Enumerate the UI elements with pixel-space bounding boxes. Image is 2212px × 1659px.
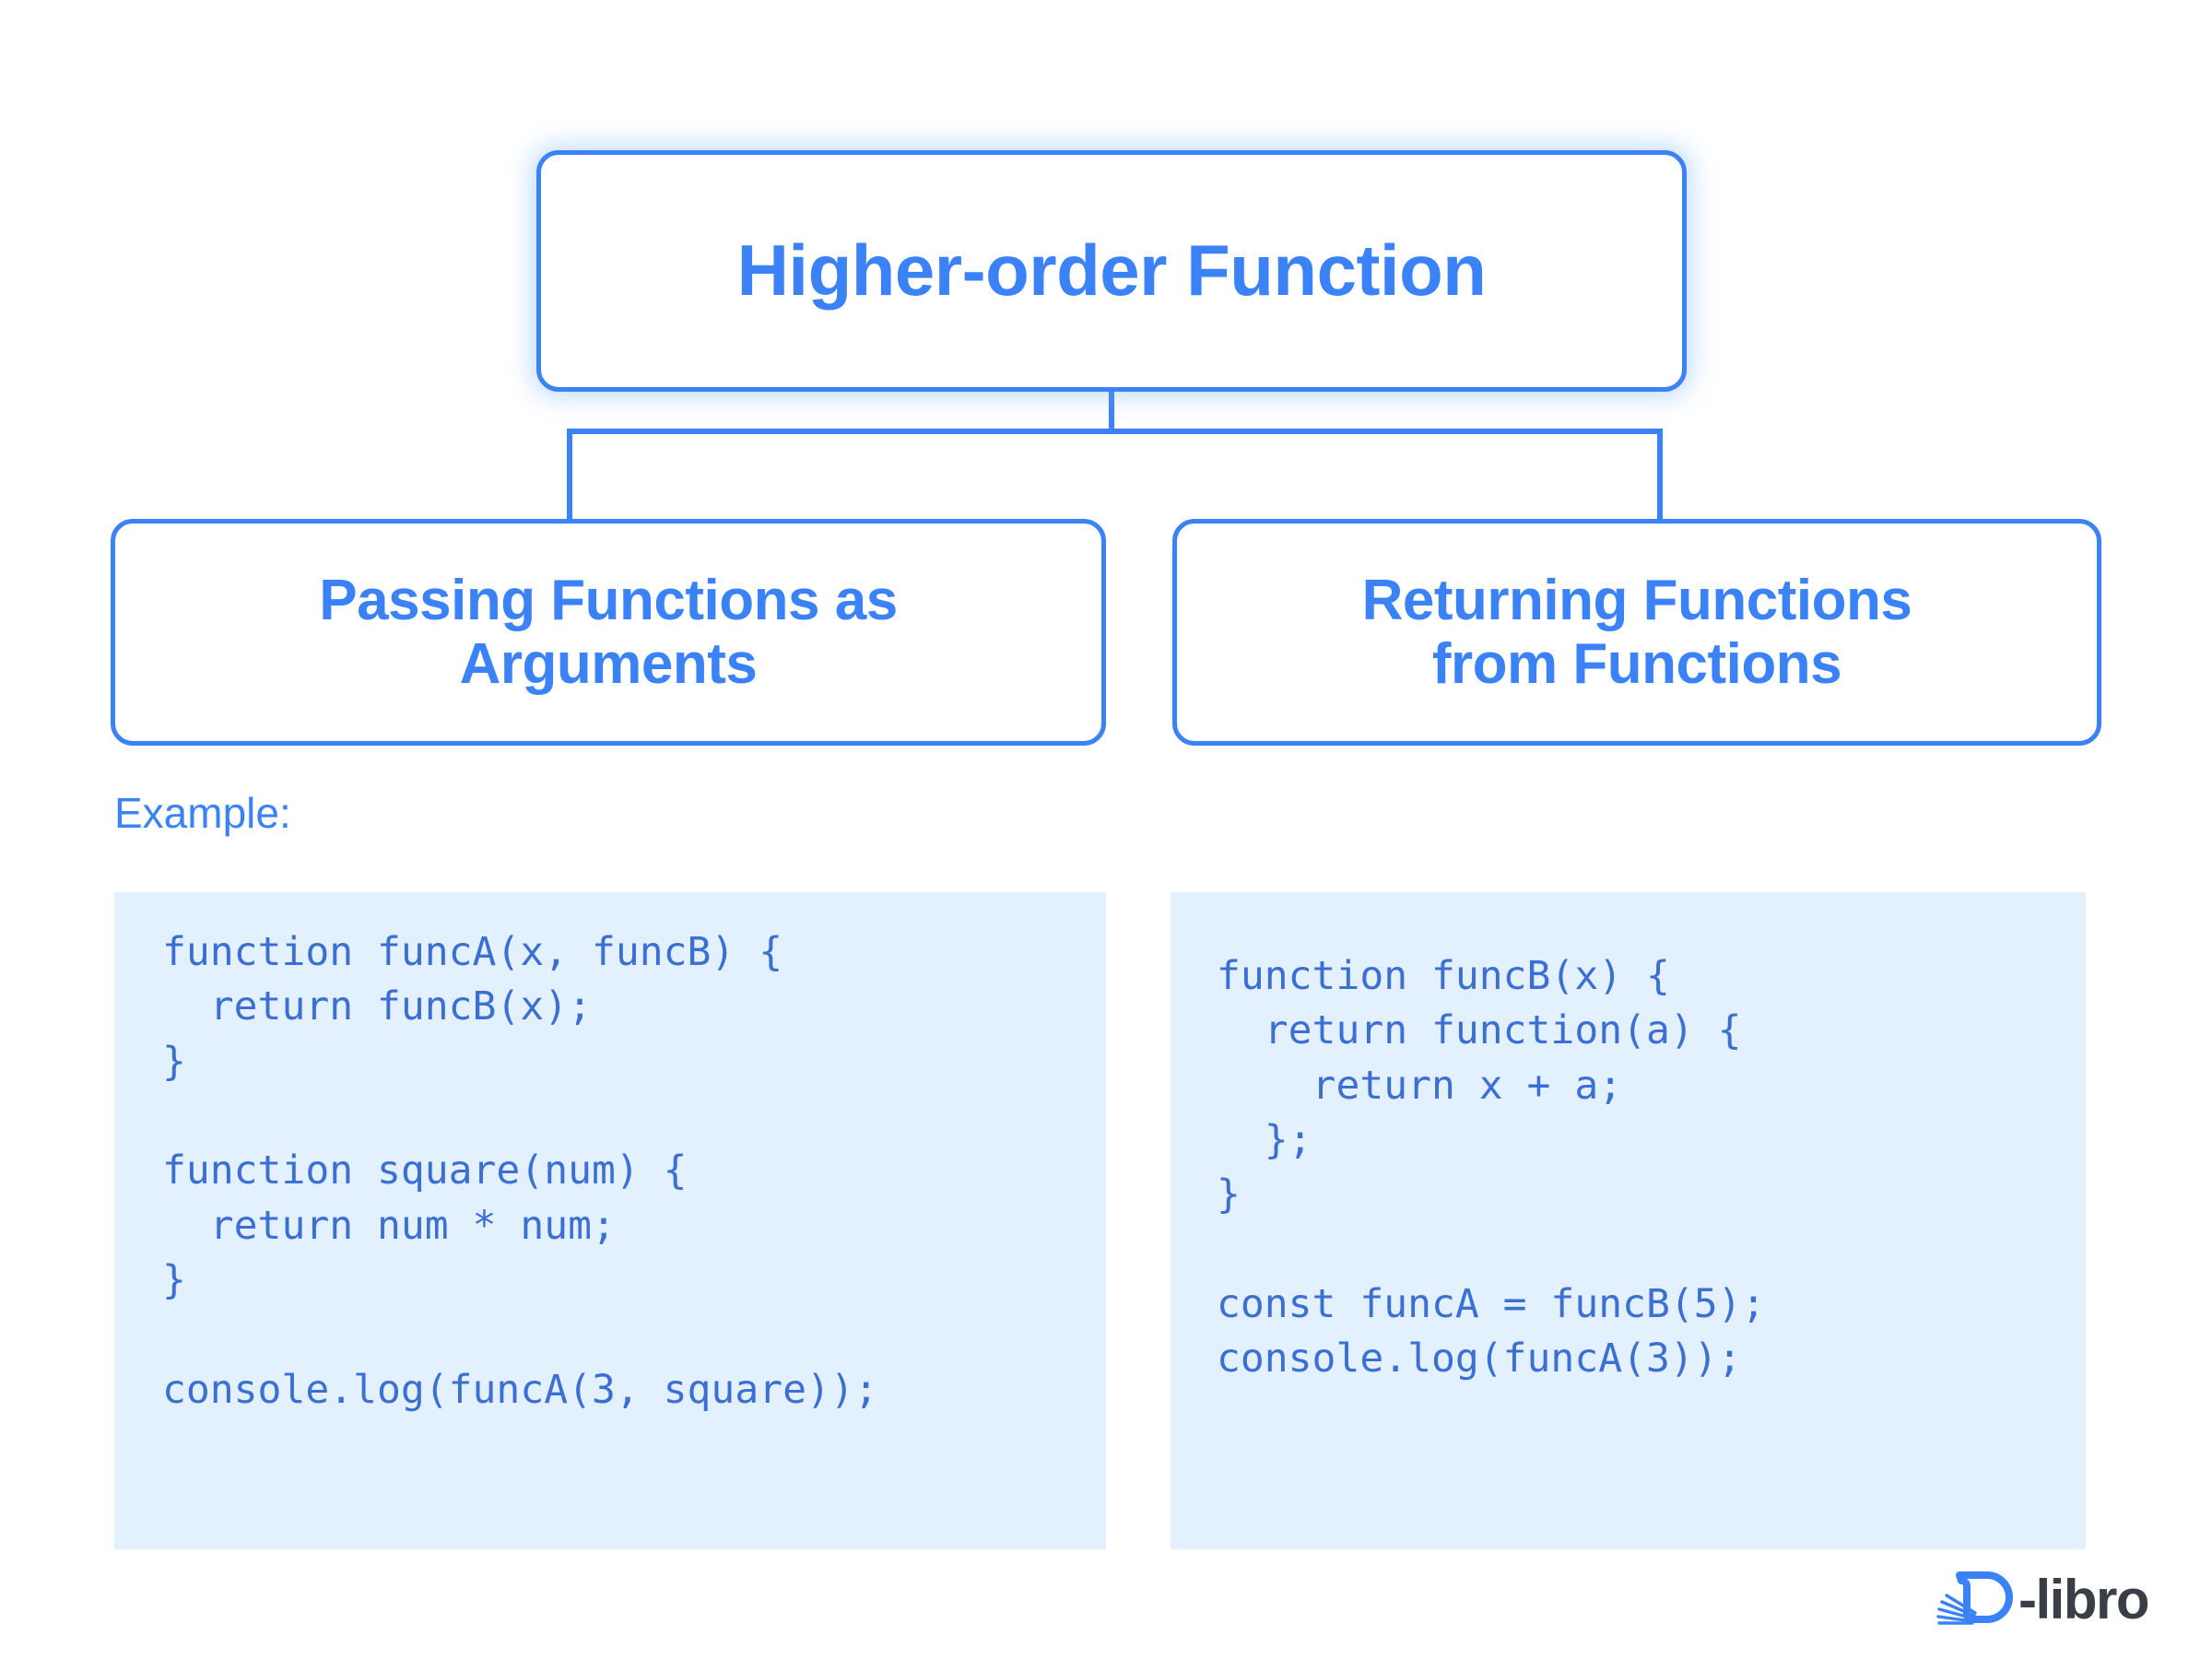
connector-drop-left [567,429,572,521]
example-label: Example: [114,789,291,837]
code-block-passing-functions-as-arguments: function funcA(x, funcB) { return funcB(… [114,892,1106,1549]
node-higher-order-function: Higher-order Function [536,150,1687,392]
logo: -libro [1936,1561,2149,1639]
connector-root-stem [1109,392,1114,434]
logo-text: -libro [2018,1569,2149,1630]
code-block-returning-functions-from-functions: function funcB(x) { return function(a) {… [1171,892,2086,1549]
node-title-root: Higher-order Function [736,229,1487,312]
node-passing-functions-as-arguments: Passing Functions as Arguments [111,519,1106,746]
connector-horizontal-bar [567,429,1663,434]
node-returning-functions-from-functions: Returning Functions from Functions [1172,519,2101,746]
node-title-child-right: Returning Functions from Functions [1361,568,1912,696]
node-title-child-left: Passing Functions as Arguments [319,568,898,696]
connector-drop-right [1657,429,1663,521]
d-libro-book-icon [1936,1571,2013,1625]
